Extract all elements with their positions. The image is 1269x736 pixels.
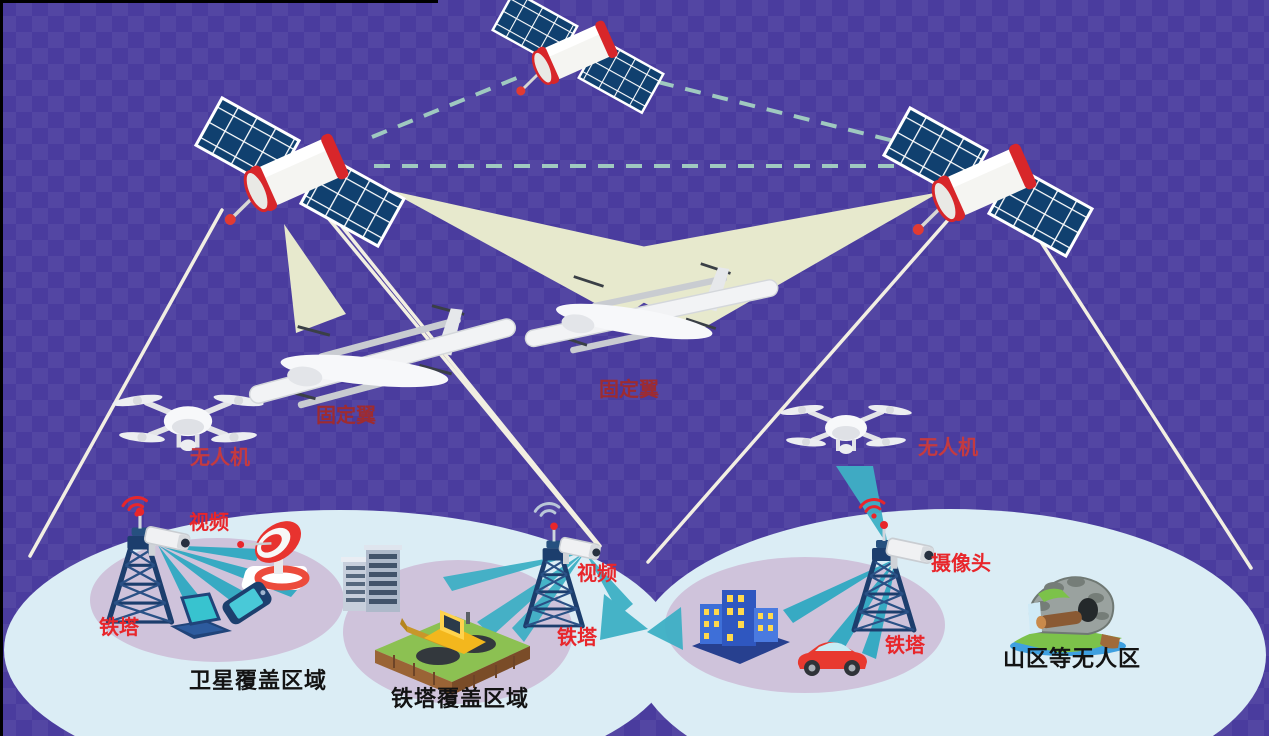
camera-right-label: 摄像头 bbox=[931, 553, 991, 575]
smartphone-icon bbox=[222, 581, 272, 625]
tower-left-label: 铁塔 bbox=[99, 617, 139, 639]
drone-left-label: 无人机 bbox=[190, 447, 250, 469]
drone-right-label: 无人机 bbox=[918, 437, 978, 459]
satellite-ground-links bbox=[28, 200, 1253, 570]
screen-edge-left bbox=[0, 0, 3, 736]
wifi-signal-icon bbox=[533, 502, 561, 517]
buildings-icon bbox=[692, 590, 790, 664]
excavator-icon bbox=[375, 610, 530, 695]
video-left-label: 视频 bbox=[189, 512, 229, 534]
buildings-icon bbox=[341, 545, 402, 612]
tower-center-label: 铁塔 bbox=[557, 627, 597, 649]
drone-icon bbox=[112, 392, 265, 451]
satellite-icon bbox=[194, 96, 406, 248]
tower-area-label: 铁塔覆盖区域 bbox=[391, 686, 530, 711]
laptop-icon bbox=[170, 592, 232, 639]
satellite-area-label: 卫星覆盖区域 bbox=[189, 668, 328, 693]
drone-icon bbox=[780, 403, 913, 454]
fixed-wing-center-label: 固定翼 bbox=[599, 379, 659, 401]
satellite-icon bbox=[491, 0, 665, 115]
tower-right-label: 铁塔 bbox=[885, 635, 925, 657]
car-icon bbox=[797, 642, 867, 676]
wifi-signal-icon bbox=[120, 493, 151, 521]
mountain-area-label: 山区等无人区 bbox=[1003, 646, 1142, 671]
inter-satellite-links bbox=[371, 73, 907, 168]
screen-edge-top bbox=[0, 0, 438, 3]
fixed-wing-left-label: 固定翼 bbox=[316, 405, 376, 427]
video-center-label: 视频 bbox=[577, 563, 617, 585]
satellite-icon bbox=[882, 106, 1094, 258]
mountain-icon bbox=[1010, 576, 1126, 656]
